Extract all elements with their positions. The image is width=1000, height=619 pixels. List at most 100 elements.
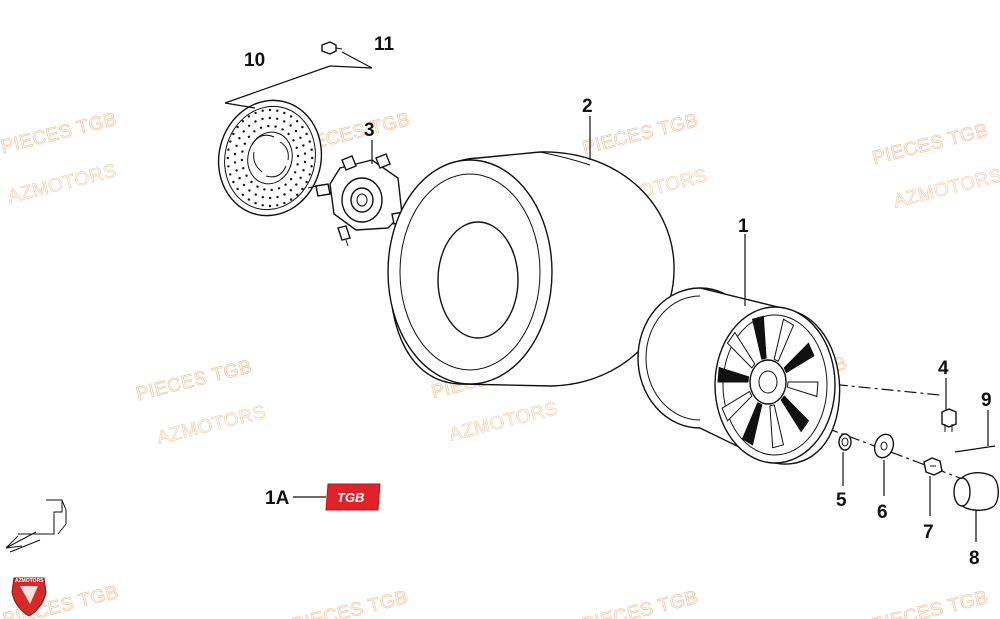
disc-hole	[233, 152, 237, 156]
disc-hole	[305, 132, 308, 136]
disc-hole	[276, 109, 279, 112]
callout-9: 9	[981, 390, 992, 411]
disc-hole	[269, 196, 272, 200]
rim-spoke	[783, 342, 815, 374]
disc-hole	[261, 109, 264, 112]
rim-spoke	[721, 390, 753, 422]
disc-hole	[270, 188, 273, 192]
disc-hole	[296, 120, 299, 123]
disc-hole	[229, 173, 232, 176]
castle-nut	[923, 457, 943, 476]
watermark-pieces: PIECES TGB	[580, 110, 700, 159]
axle-cap	[953, 472, 999, 511]
watermark-pieces: PIECES TGB	[134, 356, 254, 405]
tgb-badge-text: TGB	[337, 490, 364, 505]
disc-hole	[236, 187, 239, 191]
disc-hole	[248, 189, 251, 192]
disc-hole	[227, 148, 230, 151]
disc-hole	[303, 160, 307, 164]
rim-spoke	[780, 395, 810, 433]
disc-hole	[310, 165, 313, 168]
azmotors-logo-text: AZMOTORS	[15, 578, 44, 584]
wheel-rim	[637, 287, 841, 465]
washer	[873, 433, 895, 459]
disc-hole	[248, 124, 251, 128]
disc-hole	[296, 154, 300, 158]
callout-11: 11	[374, 34, 395, 55]
callout-5: 5	[836, 490, 847, 511]
disc-hole	[289, 115, 293, 118]
disc-hole	[302, 144, 305, 147]
disc-hole	[256, 185, 259, 188]
disc-hole	[241, 120, 244, 123]
disc-bolt	[321, 41, 343, 55]
tgb-badge: TGB	[325, 483, 381, 511]
disc-hole	[245, 174, 248, 177]
small-nut	[838, 433, 852, 451]
disc-hole	[268, 116, 271, 120]
disc-hole	[263, 188, 266, 191]
disc-hole	[289, 178, 293, 181]
disc-hole	[238, 177, 241, 180]
disc-hole	[308, 140, 311, 143]
disc-hole	[235, 169, 238, 172]
disc-hole	[254, 111, 257, 115]
disc-hole	[289, 124, 292, 127]
disc-hole	[296, 193, 299, 196]
disc-hole	[241, 150, 244, 153]
disc-hole	[283, 111, 286, 115]
callout-6: 6	[877, 502, 888, 523]
disc-hole	[289, 189, 292, 192]
disc-hole	[299, 136, 302, 139]
valve-stem	[941, 408, 957, 432]
disc-hole	[267, 124, 270, 128]
disc-hole	[229, 140, 232, 143]
callout-8: 8	[969, 548, 980, 569]
disc-hole	[277, 187, 281, 190]
disc-hole	[281, 128, 284, 131]
disc-hole	[295, 146, 298, 149]
disc-hole	[301, 187, 304, 191]
watermark-pieces: PIECES TGB	[580, 587, 700, 619]
watermark-azmotors: AZMOTORS	[155, 402, 268, 449]
disc-hole	[236, 125, 239, 129]
wheel-hub	[307, 153, 410, 247]
disc-hole	[242, 130, 245, 133]
disc-hole	[303, 152, 307, 155]
callout-10-11-bracket	[224, 51, 373, 109]
rim-spoke	[751, 315, 767, 360]
disc-hole	[294, 171, 297, 174]
disc-hole	[268, 108, 272, 112]
disc-holes	[226, 108, 314, 208]
disc-hole	[294, 129, 298, 133]
disc-hole	[283, 193, 286, 196]
disc-hole	[308, 173, 311, 176]
disc-hole	[254, 193, 257, 196]
watermark-pieces: PIECES TGB	[870, 120, 990, 169]
disc-hole	[247, 198, 251, 201]
disc-hole	[232, 180, 235, 184]
rim-spoke	[741, 402, 763, 446]
watermark-azmotors: AZMOTORS	[6, 160, 119, 207]
disc-hole	[310, 148, 313, 151]
disc-hole	[243, 142, 246, 145]
disc-hole	[253, 130, 256, 133]
disc-hole	[311, 156, 314, 160]
disc-hole	[296, 163, 299, 166]
azmotors-shield-icon: AZMOTORS	[11, 577, 47, 617]
rim-spoke	[786, 381, 819, 398]
disc-hole	[301, 125, 304, 129]
disc-hole	[233, 161, 237, 164]
disc-hole	[254, 120, 257, 123]
front-arrow-icon	[5, 499, 67, 553]
rim-spoke	[769, 404, 785, 449]
callout-10: 10	[244, 50, 265, 71]
disc-hole	[247, 135, 251, 138]
disc-hole	[247, 115, 251, 118]
watermark-pieces: PIECES TGB	[0, 109, 119, 158]
watermark-azmotors: AZMOTORS	[891, 165, 1000, 212]
rim-spoke	[726, 331, 756, 369]
disc-hole	[276, 117, 279, 121]
disc-hole	[261, 204, 264, 207]
